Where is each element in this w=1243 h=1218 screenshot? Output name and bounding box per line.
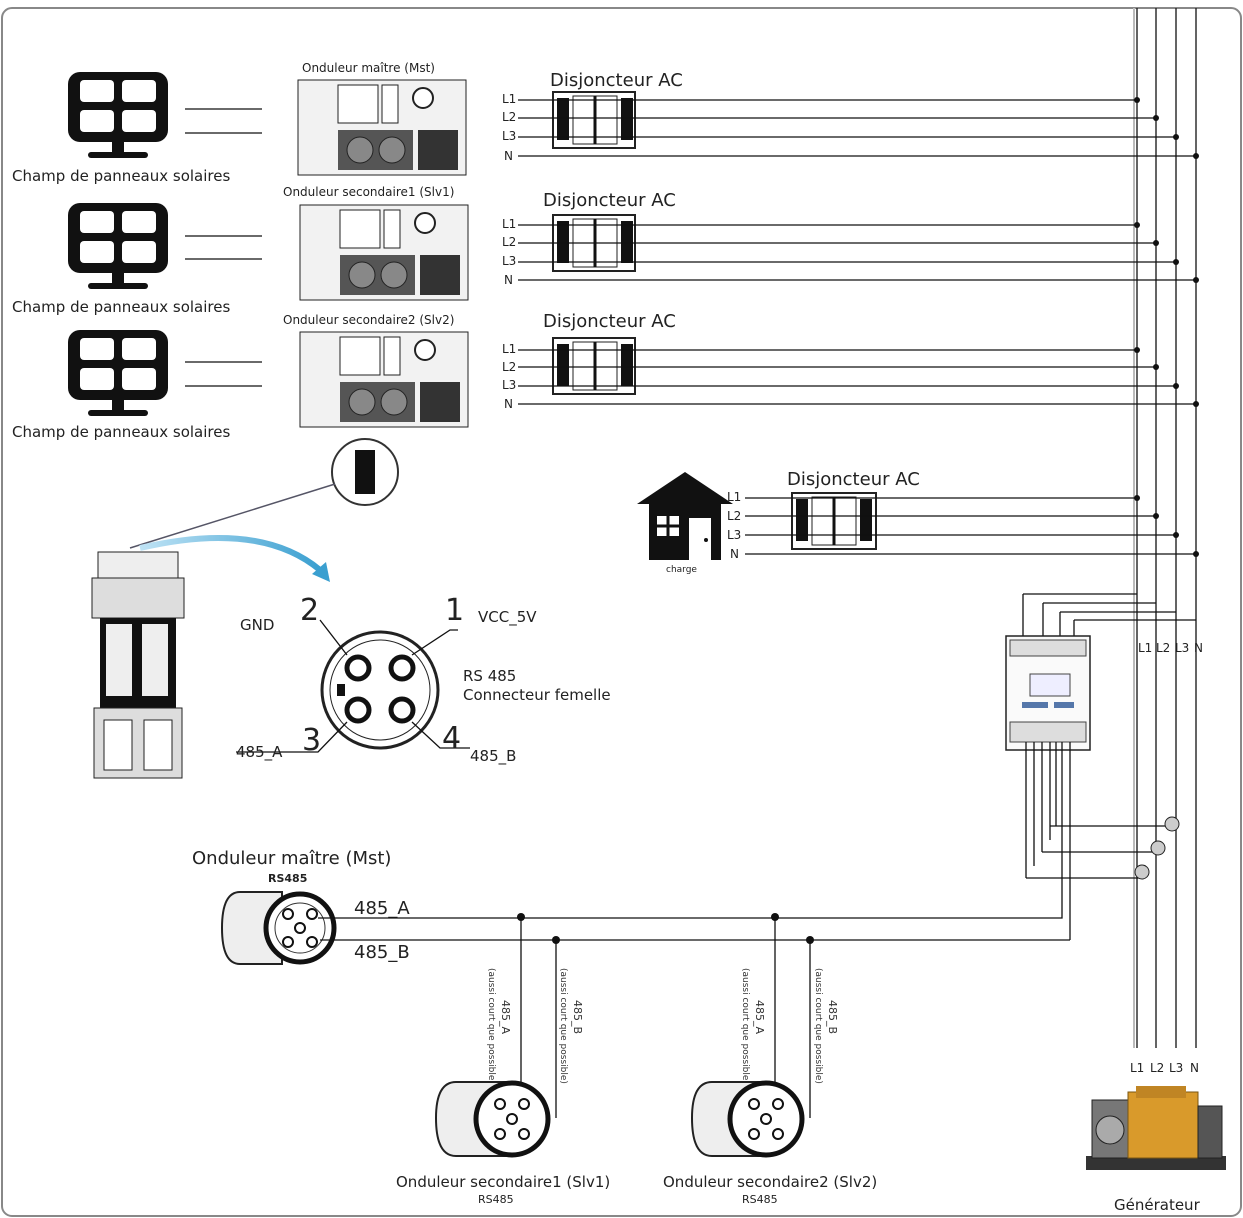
svg-text:(aussi court que possible): (aussi court que possible) — [740, 968, 750, 1084]
energy-meter — [1005, 593, 1196, 940]
master-plug-icon — [220, 891, 337, 965]
inverter-row-slave1: Champ de panneaux solaires Onduleur seco… — [12, 185, 1199, 316]
svg-text:L3: L3 — [727, 528, 741, 542]
svg-text:L1: L1 — [502, 92, 516, 106]
svg-text:L3: L3 — [502, 254, 516, 268]
breaker-label: Disjoncteur AC — [543, 311, 676, 332]
inverter-icon — [297, 79, 467, 176]
inverter-title: Onduleur secondaire1 (Slv1) — [283, 185, 454, 199]
pin-number: 3 — [302, 723, 321, 758]
svg-text:L1: L1 — [502, 342, 516, 356]
svg-text:N: N — [504, 397, 513, 411]
bus-label: N — [1194, 641, 1203, 655]
inverter-row-master: Champ de panneaux solaires Onduleur maît… — [12, 61, 1199, 185]
svg-text:485_A: 485_A — [753, 1000, 766, 1034]
pin-number: 1 — [445, 593, 464, 628]
phase-labels: L1 L2 L3 N — [502, 92, 516, 163]
solar-array-label: Champ de panneaux solaires — [12, 298, 230, 316]
svg-text:485_B: 485_B — [826, 1000, 839, 1034]
svg-text:485_B: 485_B — [571, 1000, 584, 1034]
connector-detail: 2 GND 1 VCC_5V 3 485_A 4 485_B RS 485 Co… — [91, 438, 611, 779]
slave1-title: Onduleur secondaire1 (Slv1) — [396, 1173, 610, 1191]
svg-text:L3: L3 — [502, 129, 516, 143]
svg-text:N: N — [504, 149, 513, 163]
solar-array-label: Champ de panneaux solaires — [12, 423, 230, 441]
line-a-label: 485_A — [354, 898, 410, 919]
bus-label: L1 — [1130, 1061, 1144, 1075]
drop-labels-slave2: (aussi court que possible) 485_A (aussi … — [740, 968, 839, 1084]
slave2-plug-icon — [690, 1080, 805, 1158]
svg-text:485_A: 485_A — [499, 1000, 512, 1034]
slave1-plug-icon — [434, 1080, 551, 1158]
load-label: charge — [666, 565, 697, 575]
svg-text:(aussi court que possible): (aussi court que possible) — [558, 968, 568, 1084]
bus-label: L1 — [1138, 641, 1152, 655]
breaker-icon — [791, 492, 877, 550]
rs485-socket-icon — [320, 630, 440, 750]
line-b-label: 485_B — [354, 942, 410, 963]
bus-label: L3 — [1169, 1061, 1183, 1075]
svg-text:L2: L2 — [502, 235, 516, 249]
slave2-title: Onduleur secondaire2 (Slv2) — [663, 1173, 877, 1191]
breaker-label: Disjoncteur AC — [787, 469, 920, 490]
pin-number: 4 — [442, 721, 461, 756]
bus-label: L3 — [1175, 641, 1189, 655]
pin-name: GND — [240, 616, 274, 634]
solar-panel-icon — [68, 203, 168, 289]
svg-text:L2: L2 — [727, 509, 741, 523]
svg-text:L1: L1 — [727, 490, 741, 504]
pin-number: 2 — [300, 593, 319, 628]
svg-text:L1: L1 — [502, 217, 516, 231]
inverter-row-slave2: Champ de panneaux solaires Onduleur seco… — [12, 311, 1199, 441]
breaker-label: Disjoncteur AC — [550, 70, 683, 91]
inverter-icon — [299, 204, 469, 301]
pin-name: VCC_5V — [478, 608, 537, 627]
svg-text:L2: L2 — [502, 110, 516, 124]
master-title: Onduleur maître (Mst) — [192, 848, 391, 869]
slave1-rs485-label: RS485 — [478, 1193, 514, 1206]
bus-label: N — [1190, 1061, 1199, 1075]
master-rs485-label: RS485 — [268, 872, 307, 885]
breaker-label: Disjoncteur AC — [543, 190, 676, 211]
solar-panel-icon — [68, 330, 168, 416]
rs485-bus: Onduleur maître (Mst) RS485 485_A 485_B … — [192, 848, 1070, 1206]
svg-text:(aussi court que possible): (aussi court que possible) — [486, 968, 496, 1084]
frame — [1, 7, 1242, 1217]
main-bus — [1133, 8, 1197, 1048]
bus-labels-bottom: L1 L2 L3 N — [1130, 1061, 1199, 1075]
svg-text:N: N — [504, 273, 513, 287]
inverter-title: Onduleur secondaire2 (Slv2) — [283, 313, 454, 327]
svg-text:L2: L2 — [502, 360, 516, 374]
connector-title: RS 485 — [463, 667, 516, 685]
svg-text:(aussi court que possible): (aussi court que possible) — [813, 968, 823, 1084]
load-section: charge Disjoncteur AC L1 L2 L3 N — [637, 469, 1199, 575]
svg-text:L3: L3 — [502, 378, 516, 392]
solar-panel-icon — [68, 72, 168, 158]
slave2-rs485-label: RS485 — [742, 1193, 778, 1206]
generator-label: Générateur — [1114, 1196, 1201, 1214]
house-icon — [637, 472, 733, 560]
bus-label: L2 — [1150, 1061, 1164, 1075]
pin-name: 485_B — [470, 747, 516, 766]
connector-plug-icon — [91, 551, 185, 779]
svg-text:N: N — [730, 547, 739, 561]
pin-name: 485_A — [236, 743, 283, 762]
inverter-title: Onduleur maître (Mst) — [302, 61, 435, 75]
drop-labels-slave1: (aussi court que possible) 485_A (aussi … — [486, 968, 584, 1084]
bus-label: L2 — [1156, 641, 1170, 655]
phase-labels: L1 L2 L3 N — [502, 217, 516, 287]
bus-labels-top: L1 L2 L3 N — [1138, 641, 1203, 655]
breaker-icon — [552, 91, 636, 149]
phase-labels: L1 L2 L3 N — [727, 490, 741, 561]
inverter-icon — [299, 331, 469, 428]
phase-labels: L1 L2 L3 N — [502, 342, 516, 411]
connector-subtitle: Connecteur femelle — [463, 686, 611, 704]
generator-icon — [1086, 1086, 1226, 1170]
solar-array-label: Champ de panneaux solaires — [12, 167, 230, 185]
